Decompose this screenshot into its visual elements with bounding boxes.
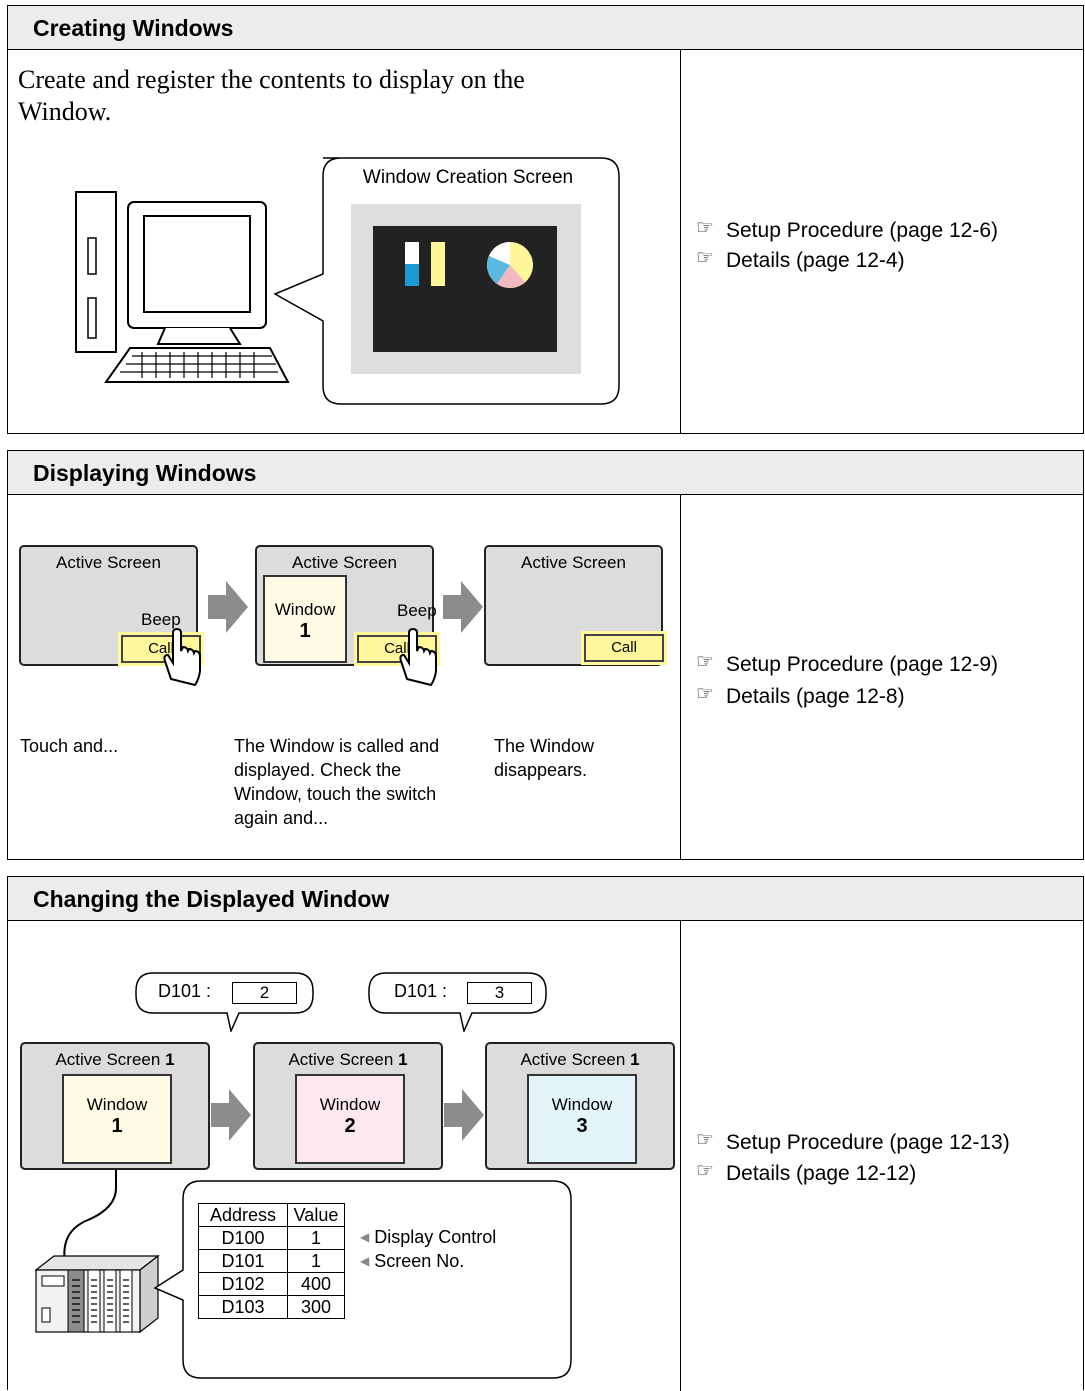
beep-label: Beep	[141, 610, 181, 629]
caption-disappears: The Window disappears.	[494, 736, 595, 780]
active-screen-2: Active Screen Window 1 Beep Call	[255, 545, 437, 666]
active-screen-1: Active Screen Beep Call	[19, 545, 201, 666]
reference-details-label: Details (page 12-12)	[726, 1162, 917, 1185]
table-cell: D102	[198, 1272, 288, 1296]
screen-title: Active Screen	[292, 553, 397, 572]
window-number: 3	[576, 1115, 588, 1137]
reference-setup[interactable]: ☞ Setup Procedure (page 12-13)	[696, 1127, 1010, 1155]
callout-value-box: 3	[467, 982, 532, 1004]
table-cell: 400	[287, 1272, 345, 1296]
callout-value-box: 2	[232, 982, 297, 1004]
screen-title: Active Screen 1	[55, 1050, 175, 1069]
call-button[interactable]: Call	[584, 634, 664, 662]
table-cell: D100	[198, 1226, 288, 1250]
window-1: Window 1	[62, 1074, 172, 1164]
table-header: Address	[198, 1203, 288, 1227]
table-header-row: Address Value	[198, 1203, 345, 1227]
touch-hand-icon	[399, 627, 437, 687]
table-row: D100 1	[198, 1226, 345, 1250]
reference-details[interactable]: ☞ Details (page 12-4)	[696, 245, 905, 273]
window-1: Window 1	[263, 575, 347, 663]
window-3: Window 3	[527, 1074, 637, 1164]
screen-title: Active Screen 1	[288, 1050, 408, 1069]
table-cell: 1	[287, 1226, 345, 1250]
callout-bubble-1	[135, 972, 314, 1032]
callout-label: D101 :	[158, 981, 212, 1001]
section-title: Displaying Windows	[8, 451, 1083, 495]
window-label: Window	[551, 1095, 613, 1114]
table-row: D102 400	[198, 1272, 345, 1296]
reference-details-label: Details (page 12-8)	[726, 685, 905, 708]
section-title: Creating Windows	[8, 6, 1083, 50]
table-cell: D101	[198, 1249, 288, 1273]
window-number: 1	[111, 1115, 123, 1137]
table-header: Value	[287, 1203, 345, 1227]
reference-setup-label: Setup Procedure (page 12-9)	[726, 653, 999, 676]
section-changing-window: Changing the Displayed Window D101 : 2 D…	[7, 876, 1084, 1391]
reference-setup-label: Setup Procedure (page 12-6)	[726, 219, 999, 242]
gray-arrow-icon	[443, 581, 483, 633]
screen-title: Active Screen	[56, 553, 161, 572]
section-creating-windows: Creating Windows Create and register the…	[7, 5, 1084, 434]
touch-hand-icon	[163, 627, 201, 687]
gray-arrow-icon	[211, 1089, 251, 1141]
pointing-hand-icon: ☞	[696, 1160, 714, 1182]
triangle-left-icon: ◀	[360, 1230, 370, 1244]
pointing-hand-icon: ☞	[696, 651, 714, 673]
bubble-title: Window Creation Screen	[362, 167, 574, 188]
screen-title: Active Screen	[521, 553, 626, 572]
pointing-hand-icon: ☞	[696, 217, 714, 239]
pointing-hand-icon: ☞	[696, 247, 714, 269]
pointing-hand-icon: ☞	[696, 1129, 714, 1151]
computer-icon	[75, 191, 290, 383]
reference-setup[interactable]: ☞ Setup Procedure (page 12-6)	[696, 215, 998, 243]
window-label: Window	[319, 1095, 381, 1114]
reference-setup[interactable]: ☞ Setup Procedure (page 12-9)	[696, 649, 998, 677]
table-cell: 300	[287, 1295, 345, 1319]
table-row: D101 1	[198, 1249, 345, 1273]
device-address-table: Address Value D100 1 D101 1 D102 400 D10…	[198, 1203, 345, 1319]
beep-label: Beep	[397, 601, 437, 620]
intro-text: Create and register the contents to disp…	[18, 65, 525, 126]
active-screen-3: Active Screen Call	[484, 545, 664, 666]
reference-setup-label: Setup Procedure (page 12-13)	[726, 1131, 1010, 1154]
reference-details-label: Details (page 12-4)	[726, 249, 905, 272]
column-divider	[680, 50, 681, 433]
creation-bubble	[273, 157, 620, 405]
triangle-left-icon: ◀	[360, 1254, 370, 1268]
gray-arrow-icon	[444, 1089, 484, 1141]
active-screen-2: Active Screen 1 Window 2	[253, 1042, 443, 1170]
window-label: Window	[86, 1095, 148, 1114]
caption-touch: Touch and...	[20, 736, 119, 756]
pointing-hand-icon: ☞	[696, 683, 714, 705]
window-label: Window	[274, 600, 336, 619]
reference-details[interactable]: ☞ Details (page 12-8)	[696, 681, 905, 709]
callout-label: D101 :	[394, 981, 448, 1001]
active-screen-3: Active Screen 1 Window 3	[485, 1042, 675, 1170]
window-2: Window 2	[295, 1074, 405, 1164]
table-cell: D103	[198, 1295, 288, 1319]
section-displaying-windows: Displaying Windows Active Screen Beep Ca…	[7, 450, 1084, 860]
reference-details[interactable]: ☞ Details (page 12-12)	[696, 1158, 916, 1186]
column-divider	[680, 495, 681, 859]
annotation-screen-no: ◀ Screen No.	[360, 1251, 465, 1271]
callout-bubble-2	[368, 972, 547, 1032]
gray-arrow-icon	[208, 581, 248, 633]
caption-called: The Window is called and displayed. Chec…	[234, 736, 440, 828]
screen-title: Active Screen 1	[520, 1050, 640, 1069]
section-title: Changing the Displayed Window	[8, 877, 1083, 921]
table-row: D103 300	[198, 1295, 345, 1319]
annotation-display-control: ◀ Display Control	[360, 1227, 497, 1247]
active-screen-1: Active Screen 1 Window 1	[20, 1042, 210, 1170]
plc-device-icon	[34, 1170, 160, 1334]
table-cell: 1	[287, 1249, 345, 1273]
window-number: 1	[299, 620, 311, 642]
window-number: 2	[344, 1115, 356, 1137]
column-divider	[680, 921, 681, 1391]
